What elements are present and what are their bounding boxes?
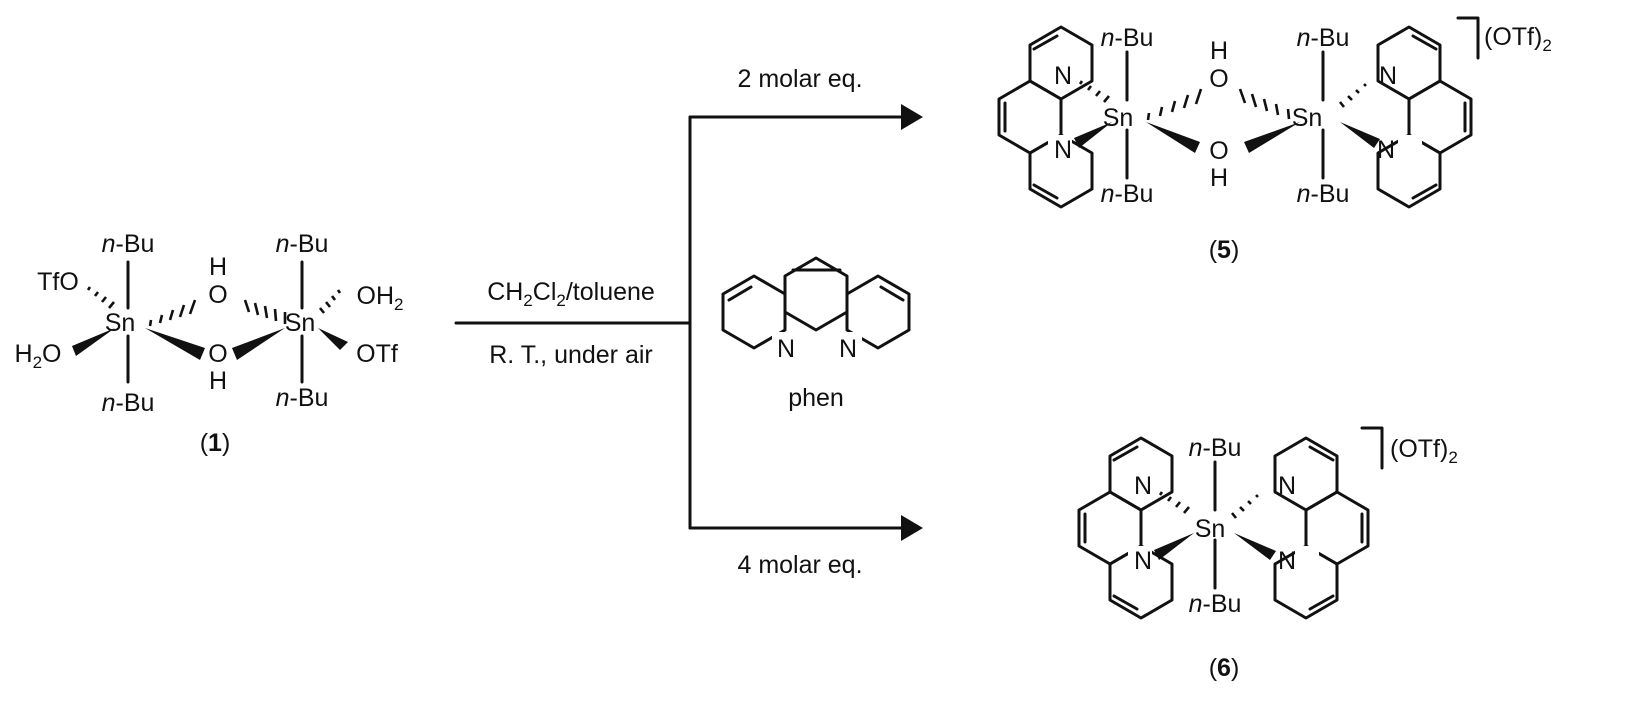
hashed-bond-bridge-upper-left xyxy=(148,299,197,327)
product-6-n3: N xyxy=(1278,472,1296,500)
reactant-compound-number: (1) xyxy=(200,429,231,457)
product-5-bridge-o-lower: O xyxy=(1209,137,1228,165)
product-5-butyl-1: n-Bu xyxy=(1101,24,1154,52)
product-6-phen-left xyxy=(1077,436,1174,620)
wedge-bond-h2o xyxy=(72,328,115,356)
product-5-compound-number: (5) xyxy=(1209,236,1240,264)
lower-equivalents-label: 4 molar eq. xyxy=(737,551,862,579)
product-6-wedge-n2 xyxy=(1154,533,1194,560)
reaction-arrows xyxy=(454,104,923,541)
reactant-bridge-h-upper: H xyxy=(209,253,227,281)
product-5-n3: N xyxy=(1379,62,1397,90)
solvent-label: CH2Cl2/toluene xyxy=(487,278,655,310)
product-5-tin-left: Sn xyxy=(1103,104,1134,132)
product-6-hash-n3 xyxy=(1230,494,1259,519)
product-5-hash-n3 xyxy=(1338,83,1367,108)
product-5-hash-n1 xyxy=(1078,80,1110,103)
product-5-n2: N xyxy=(1054,136,1072,164)
product-5-structure: N N N N n-Bu n-Bu n-Bu xyxy=(997,16,1552,209)
reactant-bridge-o-upper: O xyxy=(208,281,227,309)
reactant-right-bottom-butyl: n-Bu xyxy=(276,384,329,412)
reactant-structure: n-Bu n-Bu n-Bu n-Bu TfO H2O Sn Sn H O O … xyxy=(15,230,404,457)
reactant-left-tin: Sn xyxy=(105,309,136,337)
phen-label: phen xyxy=(788,384,844,412)
product-6-n2: N xyxy=(1134,547,1152,575)
reactant-tfo-ligand: TfO xyxy=(37,268,79,296)
reactant-bridge-h-lower: H xyxy=(209,367,227,395)
product-6-butyl-bottom: n-Bu xyxy=(1189,590,1242,618)
product-5-wedge-n2 xyxy=(1074,122,1112,148)
conditions-label: R. T., under air xyxy=(489,341,653,369)
product-5-bridge-o-upper: O xyxy=(1209,65,1228,93)
product-5-bracket xyxy=(1456,16,1480,60)
product-5-n1: N xyxy=(1054,62,1072,90)
product-6-tin: Sn xyxy=(1195,515,1226,543)
reactant-h2o-ligand: H2O xyxy=(15,340,62,372)
product-6-hash-n1 xyxy=(1158,491,1190,514)
product-5-hash-bridge-right xyxy=(1238,88,1291,120)
product-5-counterion: (OTf)2 xyxy=(1484,23,1552,55)
product-6-butyl-top: n-Bu xyxy=(1189,434,1242,462)
reactant-bridge-o-lower: O xyxy=(208,340,227,368)
product-6-wedge-n4 xyxy=(1234,533,1276,560)
product-5-bridge-h-upper: H xyxy=(1210,37,1228,65)
reactant-right-top-butyl: n-Bu xyxy=(276,230,329,258)
arrowhead-lower xyxy=(901,515,923,541)
phen-reagent: N N xyxy=(721,256,911,363)
hashed-bond-oh2 xyxy=(318,289,342,314)
product-5-wedge-bridge-left xyxy=(1146,122,1200,153)
wedge-bond-bridge-lower-left xyxy=(145,328,205,360)
product-5-butyl-2: n-Bu xyxy=(1101,180,1154,208)
phen-nitrogen-right: N xyxy=(839,335,857,363)
product-5-tin-right: Sn xyxy=(1292,104,1323,132)
product-5-n4: N xyxy=(1377,136,1395,164)
wedge-bond-otf xyxy=(318,328,348,350)
phen-nitrogen-left: N xyxy=(777,335,795,363)
reactant-left-top-butyl: n-Bu xyxy=(102,230,155,258)
product-6-n1: N xyxy=(1134,472,1152,500)
arrowhead-upper xyxy=(901,104,923,130)
product-5-phen-right xyxy=(1378,27,1471,207)
product-6-phen-right xyxy=(1275,438,1368,618)
reactant-left-bottom-butyl: n-Bu xyxy=(102,389,155,417)
product-5-phen-left xyxy=(997,25,1094,209)
reactant-right-tin: Sn xyxy=(285,309,316,337)
wedge-bond-bridge-lower-right xyxy=(232,328,285,360)
upper-equivalents-label: 2 molar eq. xyxy=(737,65,862,93)
product-6-compound-number: (6) xyxy=(1209,654,1240,682)
product-6-n4: N xyxy=(1278,547,1296,575)
reactant-oh2-ligand: OH2 xyxy=(357,282,404,314)
product-5-wedge-bridge-right xyxy=(1244,122,1300,153)
reactant-otf-ligand: OTf xyxy=(356,340,398,368)
product-6-bracket xyxy=(1360,426,1384,470)
hashed-bond-bridge-upper-right xyxy=(243,299,287,324)
product-5-butyl-4: n-Bu xyxy=(1297,180,1350,208)
product-6-structure: N N N N n-Bu n-Bu Sn (OTf)2 xyxy=(1077,426,1458,620)
hashed-bond-tfo xyxy=(86,286,115,309)
product-5-wedge-n4 xyxy=(1340,122,1380,148)
product-5-bridge-h-lower: H xyxy=(1210,164,1228,192)
product-6-counterion: (OTf)2 xyxy=(1390,435,1458,467)
product-5-butyl-3: n-Bu xyxy=(1297,24,1350,52)
product-5-hash-bridge-left xyxy=(1146,88,1203,121)
